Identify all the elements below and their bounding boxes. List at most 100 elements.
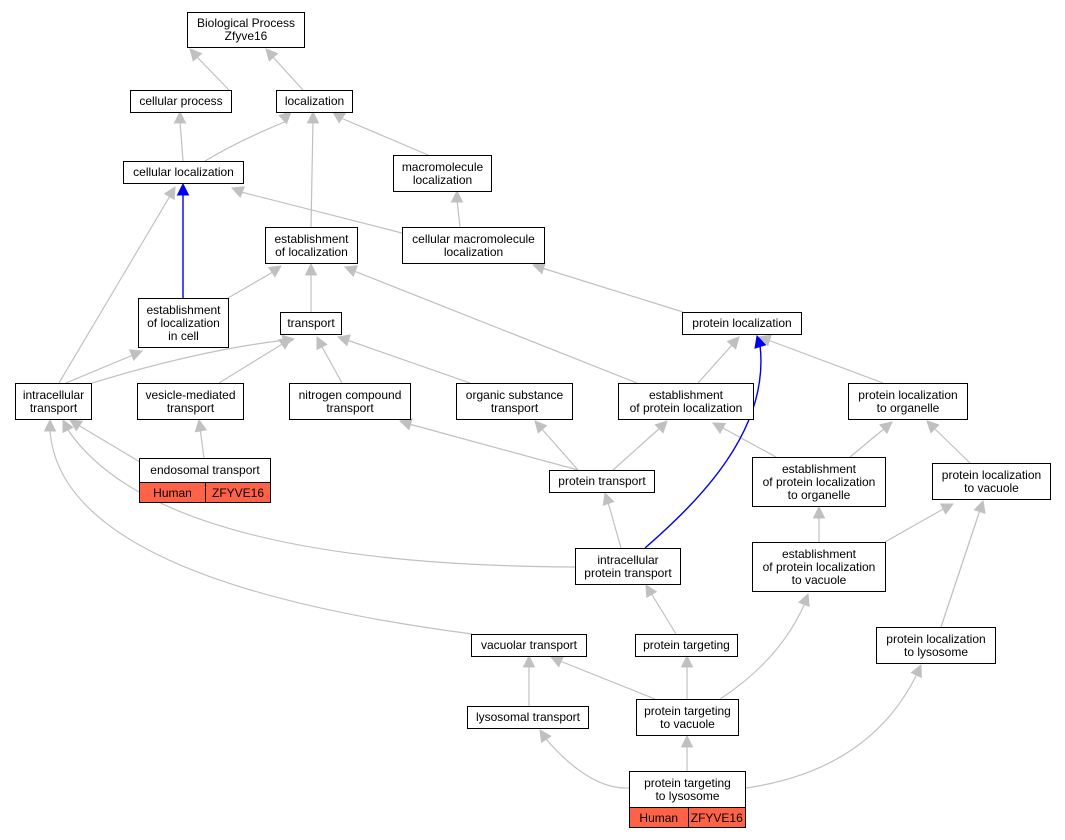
node-cellular-localization[interactable]: cellular localization	[123, 161, 244, 184]
node-label: organic substance transport	[465, 387, 564, 415]
arrowhead	[645, 584, 658, 599]
node-label: protein targeting	[643, 638, 730, 652]
arrowhead	[712, 422, 727, 435]
graph-edge	[719, 602, 806, 700]
graph-edge	[77, 424, 141, 463]
graph-edge	[540, 427, 579, 471]
arrowhead	[534, 420, 548, 434]
arrowhead	[812, 505, 826, 519]
graph-edge	[607, 501, 622, 549]
node-macromolecule-localization[interactable]: macromolecule localization	[393, 155, 492, 192]
graph-edge	[544, 737, 630, 789]
node-protein-localization-to-organelle[interactable]: protein localization to organelle	[848, 383, 968, 420]
node-organic-substance-transport[interactable]: organic substance transport	[456, 383, 573, 420]
graph-edge	[612, 426, 662, 471]
node-label: transport	[287, 316, 335, 330]
arrowhead	[398, 418, 413, 431]
node-lysosomal-transport[interactable]: lysosomal transport	[467, 706, 589, 729]
arrowhead	[129, 349, 144, 362]
arrowhead	[316, 335, 328, 351]
node-label: establishment of protein localization	[629, 387, 743, 415]
highlighted-edge	[644, 344, 762, 549]
node-intracellular-transport[interactable]: intracellular transport	[15, 383, 92, 420]
graph-edge	[58, 195, 171, 384]
node-label: lysosomal transport	[475, 710, 581, 724]
node-transport[interactable]: transport	[280, 312, 342, 335]
arrowhead	[757, 334, 772, 347]
node-label: establishment of protein localization to…	[762, 546, 876, 587]
graph-edge	[932, 426, 971, 464]
arrowhead	[531, 262, 546, 275]
node-establishment-of-localization-in-cell[interactable]: establishment of localization in cell	[138, 298, 229, 348]
node-label: establishment of localization in cell	[146, 302, 221, 343]
node-label: protein targeting to vacuole	[644, 703, 731, 731]
node-protein-localization-to-lysosome[interactable]: protein localization to lysosome	[876, 627, 996, 664]
arrowhead	[173, 110, 187, 124]
node-label: cellular process	[139, 94, 223, 108]
node-cellular-process[interactable]: cellular process	[130, 90, 232, 113]
node-protein-localization[interactable]: protein localization	[682, 312, 802, 335]
graph-edge	[218, 342, 285, 384]
graph-edge	[340, 117, 429, 156]
node-localization[interactable]: localization	[276, 90, 353, 113]
graph-edge	[67, 429, 576, 568]
node-vesicle-mediated-transport[interactable]: vesicle-mediated transport	[137, 383, 244, 420]
root-node-gene: Zfyve16	[224, 29, 268, 43]
node-vacuolar-transport[interactable]: vacuolar transport	[471, 634, 587, 657]
node-label: protein targeting to lysosome	[644, 775, 731, 803]
arrowhead	[726, 336, 740, 350]
graph-edge	[204, 120, 288, 162]
graph-edge	[940, 509, 981, 628]
node-label: protein transport	[558, 474, 646, 488]
arrowhead	[680, 654, 694, 668]
arrowhead	[939, 503, 955, 515]
node-label: protein localization to organelle	[858, 387, 958, 415]
graph-edge	[91, 339, 287, 384]
graph-edge	[320, 344, 343, 384]
root-node-title: Biological Process	[196, 16, 296, 30]
arrowhead	[343, 265, 358, 278]
node-endosomal-transport[interactable]: endosomal transport	[139, 458, 271, 482]
graph-edge	[697, 344, 733, 384]
node-establishment-of-localization[interactable]: establishment of localization	[265, 227, 358, 264]
annotation-row: Human ZFYVE16	[629, 807, 746, 828]
graph-edge	[65, 354, 134, 384]
node-establishment-of-protein-localization-to-organelle[interactable]: establishment of protein localization to…	[752, 457, 886, 507]
graph-edge	[353, 270, 638, 384]
arrowhead	[450, 189, 464, 203]
node-protein-localization-to-vacuole[interactable]: protein localization to vacuole	[932, 463, 1051, 500]
node-label: endosomal transport	[150, 463, 260, 477]
arrowhead	[277, 337, 292, 350]
node-label: intracellular protein transport	[584, 552, 672, 580]
root-node[interactable]: Biological Process Zfyve16	[187, 12, 305, 48]
node-label: vacuolar transport	[480, 638, 578, 652]
node-cellular-macromolecule-localization[interactable]: cellular macromolecule localization	[402, 227, 545, 264]
node-protein-targeting[interactable]: protein targeting	[635, 634, 738, 657]
arrowhead	[267, 265, 282, 278]
node-intracellular-protein-transport[interactable]: intracellular protein transport	[575, 548, 681, 585]
arrowhead	[797, 592, 810, 607]
graph-edge	[650, 592, 677, 635]
node-protein-targeting-to-lysosome[interactable]: protein targeting to lysosome	[629, 771, 746, 807]
node-label: intracellular transport	[22, 387, 85, 415]
node-protein-transport[interactable]: protein transport	[549, 470, 655, 493]
arrowhead	[926, 420, 940, 434]
arrowhead	[602, 491, 615, 506]
node-establishment-of-protein-localization-to-vacuole[interactable]: establishment of protein localization to…	[752, 542, 886, 592]
graph-edge	[346, 339, 471, 384]
node-nitrogen-compound-transport[interactable]: nitrogen compound transport	[289, 383, 411, 420]
arrowhead	[194, 418, 208, 433]
graph-edge	[884, 507, 946, 543]
node-label: cellular localization	[133, 165, 234, 179]
arrowhead	[306, 110, 320, 124]
node-label: protein localization to vacuole	[941, 467, 1042, 495]
node-establishment-of-protein-localization[interactable]: establishment of protein localization	[618, 383, 754, 420]
node-label: protein localization to lysosome	[886, 631, 986, 659]
node-protein-targeting-to-vacuole[interactable]: protein targeting to vacuole	[636, 699, 739, 736]
species-tag: Human	[630, 808, 688, 827]
node-label: protein localization	[692, 316, 792, 330]
arrowhead	[910, 663, 922, 679]
graph-edge	[49, 429, 473, 635]
graph-edge	[408, 423, 579, 471]
